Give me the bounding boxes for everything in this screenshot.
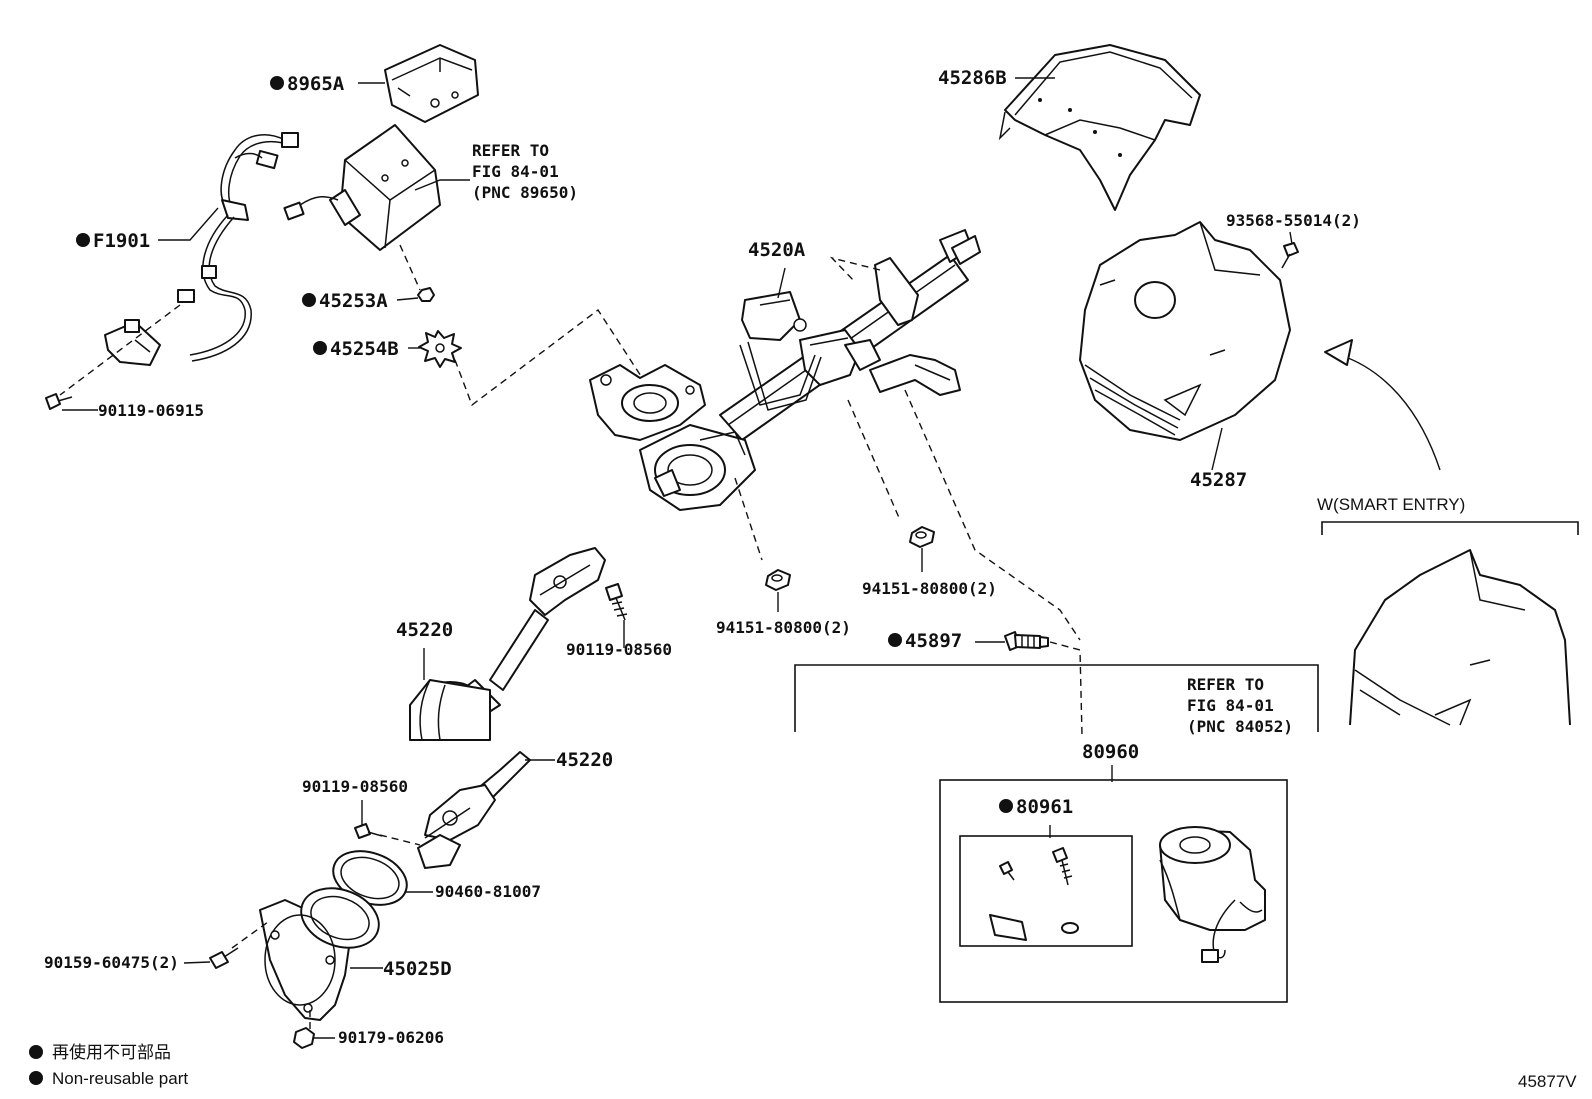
filled-circle-icon (313, 341, 327, 355)
part-45220-lower-drawing (379, 751, 531, 869)
part-45897-drawing (1004, 631, 1083, 736)
part-F1901-drawing (59, 132, 299, 396)
label-45220-upper: 45220 (396, 619, 453, 641)
label-8965A: 8965A (287, 73, 345, 95)
refer-89650-line3: (PNC 89650) (472, 183, 578, 202)
part-45286B-drawing (998, 44, 1201, 211)
part-8965A-drawing (384, 44, 479, 123)
label-45287: 45287 (1190, 469, 1247, 491)
label-80961: 80961 (1016, 796, 1073, 818)
part-94151-80800-b-drawing (909, 526, 935, 548)
filled-circle-icon (999, 799, 1013, 813)
legend-jp: 再使用不可部品 (52, 1042, 171, 1062)
filled-circle-icon (302, 293, 316, 307)
label-smart-entry: W(SMART ENTRY) (1317, 495, 1465, 514)
part-smart-entry-cover-drawing (1321, 521, 1579, 726)
label-90119-08560-lower: 90119-08560 (302, 777, 408, 796)
refer-84052-line2: FIG 84-01 (1187, 696, 1274, 715)
part-90159-60475-drawing (209, 947, 239, 969)
part-94151-80800-a-drawing (765, 569, 791, 591)
label-45220-lower: 45220 (556, 749, 613, 771)
part-80960-frame (939, 779, 1288, 1003)
part-45025D-drawing (231, 887, 380, 1030)
part-45253A-drawing (417, 287, 435, 302)
part-labels: 8965A F1901 45253A 45254B 90119-06915 RE… (44, 67, 1465, 1047)
legend: 再使用不可部品 Non-reusable part (29, 1042, 188, 1088)
label-45897: 45897 (905, 630, 962, 652)
label-90179-06206: 90179-06206 (338, 1028, 444, 1047)
label-94151-80800-left: 94151-80800(2) (716, 618, 851, 637)
part-90119-08560-b-drawing (354, 823, 383, 839)
part-90179-06206-drawing (293, 1027, 315, 1049)
refer-89650-line1: REFER TO (472, 141, 549, 160)
part-45254B-drawing (418, 308, 651, 407)
part-4520A-drawing (589, 229, 1081, 641)
refer-89650-line2: FIG 84-01 (472, 162, 559, 181)
leader-lines (62, 77, 1293, 1039)
part-45287-drawing (1079, 221, 1291, 441)
label-90460-81007: 90460-81007 (435, 882, 541, 901)
label-93568-55014: 93568-55014(2) (1226, 211, 1361, 230)
non-reusable-markers (76, 76, 1013, 813)
refer-84052-line3: (PNC 84052) (1187, 717, 1293, 736)
part-89650-ecu-drawing (283, 124, 441, 291)
part-93568-screw-drawing (1281, 242, 1299, 269)
arrow-to-45287 (1324, 339, 1441, 471)
label-94151-80800-right: 94151-80800(2) (862, 579, 997, 598)
refer-84052-line1: REFER TO (1187, 675, 1264, 694)
label-F1901: F1901 (93, 230, 150, 252)
label-45025D: 45025D (383, 958, 452, 980)
label-80960: 80960 (1082, 741, 1139, 763)
filled-circle-icon (888, 633, 902, 647)
label-90119-08560-upper: 90119-08560 (566, 640, 672, 659)
filled-circle-icon (29, 1045, 43, 1059)
label-45254B: 45254B (330, 338, 399, 360)
refer-84052-frame (794, 664, 1319, 732)
label-4520A: 4520A (748, 239, 806, 261)
label-45253A: 45253A (319, 290, 388, 312)
figure-id: 45877V (1518, 1072, 1577, 1091)
part-45220-upper-drawing (409, 547, 606, 741)
filled-circle-icon (76, 233, 90, 247)
label-90159-60475: 90159-60475(2) (44, 953, 179, 972)
filled-circle-icon (270, 76, 284, 90)
legend-en: Non-reusable part (52, 1069, 188, 1088)
part-90119-08560-a-drawing (605, 583, 628, 621)
label-45286B: 45286B (938, 67, 1007, 89)
filled-circle-icon (29, 1071, 43, 1085)
label-90119-06915: 90119-06915 (98, 401, 204, 420)
part-90119-06915-drawing (45, 393, 73, 410)
